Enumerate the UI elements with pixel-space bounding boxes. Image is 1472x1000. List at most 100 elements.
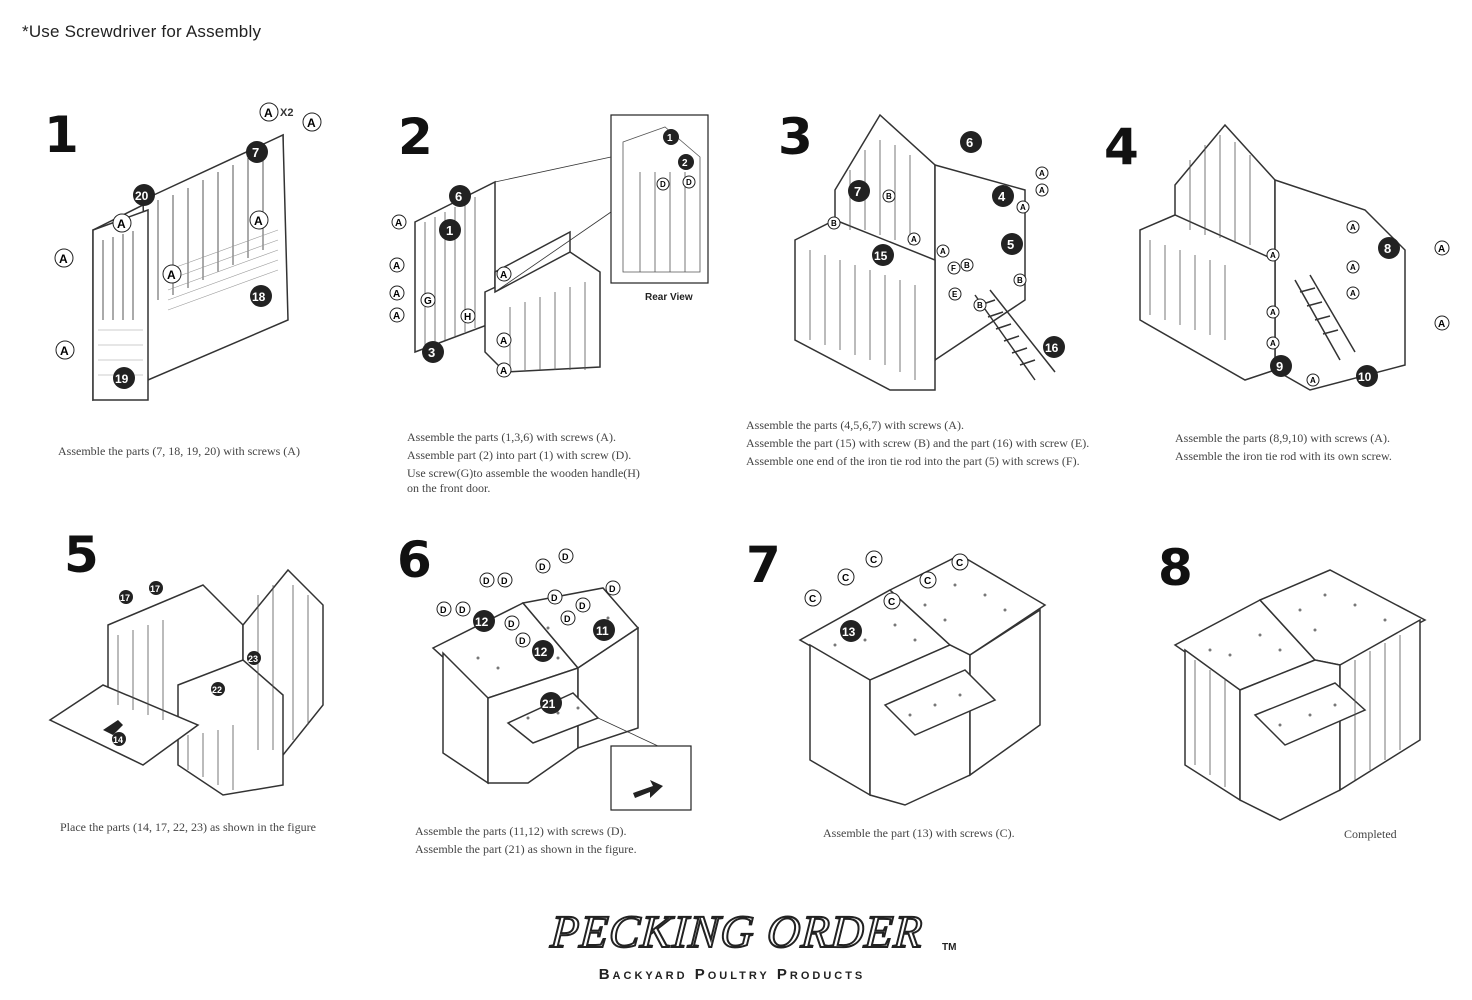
step-3-number: 3 <box>778 108 813 166</box>
step-3-caption: Assemble the parts (4,5,6,7) with screws… <box>746 418 1090 468</box>
step-1-caption: Assemble the parts (7, 18, 19, 20) with … <box>58 444 300 458</box>
svg-text:A: A <box>1438 244 1445 255</box>
part-15-label: 15 <box>874 249 888 263</box>
svg-text:A: A <box>393 311 400 322</box>
svg-text:A: A <box>1020 203 1026 212</box>
step-7-illustration: 13 C C C C C C <box>798 550 1047 806</box>
svg-text:12: 12 <box>534 645 548 659</box>
step-4-number: 4 <box>1104 118 1139 176</box>
part-20-label: 20 <box>135 189 149 203</box>
svg-text:B: B <box>831 219 837 228</box>
svg-text:A: A <box>1438 319 1445 330</box>
svg-text:D: D <box>501 576 508 586</box>
part-14-label: 14 <box>113 735 123 745</box>
screw-d-label: D <box>562 552 569 562</box>
part-22-label: 22 <box>212 685 222 695</box>
svg-text:A: A <box>911 235 917 244</box>
svg-text:A: A <box>1350 263 1356 272</box>
part-12-label: 12 <box>475 615 489 629</box>
svg-text:A: A <box>254 214 263 228</box>
handle-h-label: H <box>464 312 471 323</box>
screw-f-label: F <box>951 264 956 273</box>
screw-e-label: E <box>952 290 958 299</box>
step-1-illustration: A X2 A 7 20 A A A A 18 A 19 <box>54 102 322 402</box>
step-7-caption: Assemble the part (13) with screws (C). <box>823 826 1015 840</box>
svg-text:A: A <box>1270 308 1276 317</box>
part-callouts: 12 12 11 21 D D D D D D D D D D D D <box>436 548 621 714</box>
step-6-number: 6 <box>397 531 432 589</box>
step-6-caption: Assemble the parts (11,12) with screws (… <box>415 824 637 856</box>
step-8-caption: Completed <box>1344 827 1397 841</box>
svg-text:A: A <box>59 252 68 266</box>
svg-text:D: D <box>609 584 616 594</box>
screw-c-label: C <box>809 594 816 605</box>
svg-text:A: A <box>1270 251 1276 260</box>
step-5-number: 5 <box>64 526 99 584</box>
assembly-note: *Use Screwdriver for Assembly <box>22 22 262 41</box>
svg-text:C: C <box>956 558 963 569</box>
svg-text:B: B <box>977 301 983 310</box>
step-2-illustration: Rear View 6 1 3 A A A A G H A A A 1 2 D … <box>389 114 709 378</box>
trademark-mark: TM <box>942 942 957 953</box>
svg-text:A: A <box>307 116 316 130</box>
svg-text:A: A <box>1270 339 1276 348</box>
part-5-label: 5 <box>1007 237 1014 252</box>
svg-text:A: A <box>500 336 507 347</box>
svg-text:A: A <box>393 289 400 300</box>
screw-d-label: D <box>686 178 692 187</box>
part-callouts: 17 17 23 22 14 <box>112 581 261 746</box>
svg-text:A: A <box>500 270 507 281</box>
svg-text:1: 1 <box>667 133 673 144</box>
part-9-label: 9 <box>1276 359 1283 374</box>
step-1-number: 1 <box>44 106 79 164</box>
part-callouts: A X2 A 7 20 A A A A 18 A 19 <box>54 102 322 389</box>
svg-text:D: D <box>483 576 490 586</box>
step-4-illustration: 8 9 10 A A A A A A A A A <box>1139 123 1450 391</box>
svg-text:D: D <box>440 605 447 615</box>
part-21-label: 21 <box>542 697 556 711</box>
part-callouts: 6 1 3 A A A A G H A A A 1 2 D D <box>389 129 696 378</box>
part-1-label: 1 <box>446 223 453 238</box>
part-13-label: 13 <box>842 625 856 639</box>
part-2-label: 2 <box>682 158 688 169</box>
part-8-label: 8 <box>1384 241 1391 256</box>
svg-text:A: A <box>117 217 126 231</box>
svg-text:B: B <box>1017 276 1023 285</box>
quantity-x2-label: X2 <box>280 107 293 119</box>
step-4-caption: Assemble the parts (8,9,10) with screws … <box>1175 431 1392 463</box>
brand-tagline: Backyard Poultry Products <box>598 966 866 983</box>
step-6-illustration: 12 12 11 21 D D D D D D D D D D D D <box>431 548 692 811</box>
step-7-number: 7 <box>746 536 781 594</box>
part-3-label: 3 <box>428 345 435 360</box>
step-5-illustration: 17 17 23 22 14 <box>48 568 324 796</box>
step-3-illustration: 6 7 4 5 15 16 A A A B B A A F B B E B <box>794 113 1065 391</box>
part-callouts: 6 7 4 5 15 16 A A A B B A A F B B E B <box>827 131 1065 358</box>
part-7-label: 7 <box>252 145 259 160</box>
svg-text:C: C <box>870 555 877 566</box>
svg-text:A: A <box>1039 169 1045 178</box>
rear-view-label: Rear View <box>645 292 693 303</box>
part-11-label: 11 <box>596 624 609 638</box>
svg-text:D: D <box>539 562 546 572</box>
part-4-label: 4 <box>998 189 1006 204</box>
step-8-illustration <box>1173 569 1427 821</box>
svg-text:A: A <box>1039 186 1045 195</box>
svg-text:D: D <box>508 619 515 629</box>
svg-text:A: A <box>167 268 176 282</box>
step-5-caption: Place the parts (14, 17, 22, 23) as show… <box>60 820 316 834</box>
part-7-label: 7 <box>854 184 861 199</box>
part-callouts: 8 9 10 A A A A A A A A A <box>1266 220 1450 387</box>
svg-text:D: D <box>660 180 666 189</box>
part-10-label: 10 <box>1358 370 1372 384</box>
part-6-label: 6 <box>966 135 973 150</box>
step-8-number: 8 <box>1158 539 1193 597</box>
part-23-label: 23 <box>248 654 258 664</box>
svg-text:17: 17 <box>150 584 160 594</box>
screw-a-label: A <box>264 106 273 120</box>
svg-text:D: D <box>459 605 466 615</box>
part-19-label: 19 <box>115 372 129 386</box>
svg-text:C: C <box>924 576 931 587</box>
step-2-number: 2 <box>398 108 433 166</box>
svg-text:D: D <box>564 614 571 624</box>
svg-text:A: A <box>1350 223 1356 232</box>
